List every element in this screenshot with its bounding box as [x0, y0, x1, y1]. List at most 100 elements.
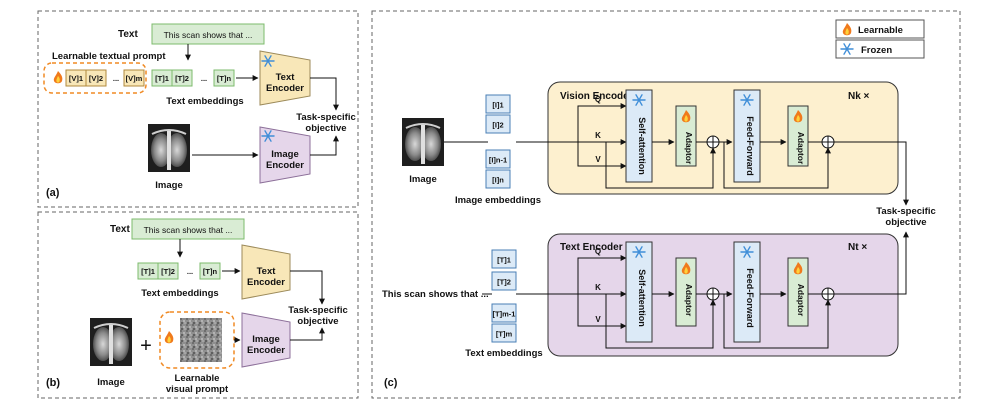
vision-encoder-repeat: Nk ×: [848, 91, 870, 102]
panel-b-image-encoder-label-2: Encoder: [247, 345, 285, 356]
panel-a-image-label: Image: [155, 180, 182, 191]
panel-a-frame: [37, 10, 359, 208]
vision-qkv-label: K: [595, 131, 601, 140]
vision-add-2-plus: [822, 136, 834, 148]
text-residual-2: [723, 294, 831, 349]
panel-a-arrow-text-to-objective: [310, 77, 339, 111]
embed-token-box: [171, 69, 193, 87]
text-residual-1: [605, 294, 716, 349]
legend-frozen: Frozen: [861, 45, 892, 56]
panel-a-objective-2: objective: [305, 123, 346, 134]
panel-c-text-embed-caption: Text embeddings: [465, 348, 542, 359]
vision-qkv-label: Q: [595, 95, 601, 104]
panel-a-label: (a): [46, 187, 60, 199]
panel-b-text-input-box: [131, 218, 245, 240]
panel-b-flame-icon: [164, 331, 174, 344]
text-output-arrow: [888, 231, 909, 295]
panel-a-xray-image: [147, 123, 191, 173]
panel-b-image-encoder: [241, 312, 291, 368]
panel-b-objective-1: Task-specific: [288, 305, 348, 316]
text-adaptor-1-label: Adaptor: [684, 284, 694, 317]
panel-c-text-input: This scan shows that ...: [382, 289, 489, 300]
vision-v-arrow: [577, 142, 627, 169]
text-adaptor-2: [787, 257, 809, 327]
text-adaptor-2-label: Adaptor: [796, 284, 806, 317]
token-label: [I]n: [492, 176, 504, 185]
token-label: [T]m-1: [493, 310, 516, 319]
vision-self-attention: [625, 89, 653, 183]
legend-learnable: Learnable: [858, 25, 903, 36]
embed-token: [T]2: [161, 267, 175, 276]
vision-self-attention-label: Self-attention: [637, 117, 647, 175]
embed-token: [T]2: [175, 74, 189, 83]
token-label: [T]2: [497, 278, 511, 287]
text-qkv-label: V: [595, 315, 601, 324]
token-box: [485, 94, 511, 114]
panel-b-text-encoder-label-1: Text: [257, 266, 277, 277]
panel-b-visual-prompt-2: visual prompt: [166, 384, 229, 395]
vision-feed-forward-label: Feed-Forward: [745, 116, 755, 176]
vision-feed-forward: [733, 89, 761, 183]
vision-qkv-label: V: [595, 155, 601, 164]
text-feed-forward: [733, 241, 761, 343]
token-box: [485, 169, 511, 189]
panel-b-label: (b): [46, 377, 60, 389]
vision-adaptor-1: [675, 105, 697, 167]
text-encoder-repeat: Nt ×: [848, 242, 867, 253]
vision-encoder-title: Vision Encoder: [560, 91, 633, 102]
token-box: [485, 114, 511, 134]
panel-a-text-encoder-label-2: Encoder: [266, 83, 304, 94]
panel-a-embed-caption: Text embeddings: [166, 96, 243, 107]
embed-token-box: [213, 69, 235, 87]
panel-b-frame: [37, 211, 359, 399]
token-box: [491, 323, 517, 343]
text-feed-forward-label: Feed-Forward: [745, 268, 755, 328]
text-self-attention: [625, 241, 653, 343]
panel-c-objective-1: Task-specific: [876, 206, 936, 217]
embed-token: [T]1: [155, 74, 169, 83]
panel-b-objective-2: objective: [297, 316, 338, 327]
panel-a-objective-1: Task-specific: [296, 112, 356, 123]
panel-a-image-encoder: [259, 126, 311, 184]
text-self-attention-label: Self-attention: [637, 269, 647, 327]
panel-a-text-label: Text: [118, 29, 138, 40]
panel-a-image-encoder-label-2: Encoder: [266, 160, 304, 171]
text-qkv-label: K: [595, 283, 601, 292]
text-encoder-title: Text Encoder: [560, 242, 623, 253]
panel-b-visual-prompt-1: Learnable: [175, 373, 220, 384]
text-add-1-plus: [707, 288, 719, 300]
panel-a-text-encoder: [259, 50, 311, 106]
vision-residual-1: [605, 142, 716, 189]
embed-token: ...: [201, 74, 207, 83]
prompt-token-box: [85, 69, 107, 87]
panel-a-text-encoder-label-1: Text: [276, 72, 296, 83]
panel-b-noise-patch: [180, 318, 222, 362]
vision-adaptor-2: [787, 105, 809, 167]
token-label: [T]1: [497, 256, 511, 265]
token-label: [I]n-1: [489, 156, 507, 165]
panel-b-image-encoder-label-1: Image: [252, 334, 279, 345]
prompt-token: ...: [113, 74, 119, 83]
embed-token-box: [157, 262, 179, 280]
panel-a-image-encoder-label-1: Image: [271, 149, 298, 160]
panel-a-arrow-image-to-objective: [310, 135, 339, 156]
panel-b-text-label: Text: [110, 224, 130, 235]
panel-c-image-embed-caption: Image embeddings: [455, 195, 541, 206]
embed-token: [T]n: [217, 74, 232, 83]
panel-b-xray-image: [89, 317, 133, 367]
token-label: [T]m: [496, 330, 513, 339]
vision-residual-2: [723, 142, 831, 189]
panel-b-arrow-image-to-objective: [290, 327, 325, 341]
token-box: [491, 249, 517, 269]
token-box: [485, 149, 511, 169]
vision-add-1-plus: [707, 136, 719, 148]
text-adaptor-1: [675, 257, 697, 327]
panel-a-prompt-frame: [43, 62, 147, 94]
panel-c-image-label: Image: [409, 174, 436, 185]
vision-output-arrow: [888, 141, 909, 206]
embed-token: [T]n: [203, 267, 218, 276]
embed-token: ...: [187, 267, 193, 276]
token-box: [491, 303, 517, 323]
text-qkv-label: Q: [595, 247, 601, 256]
panel-a-prompt-title: Learnable textual prompt: [52, 51, 166, 62]
